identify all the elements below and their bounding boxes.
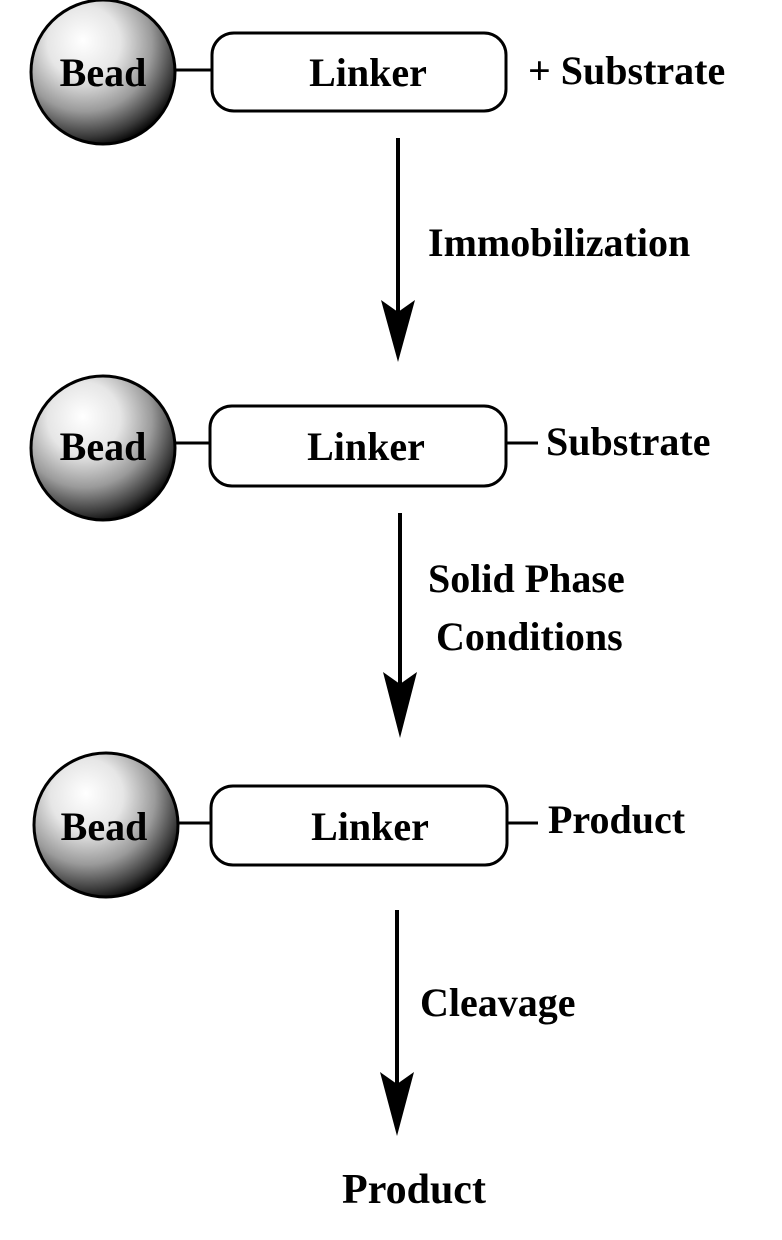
linker-label: Linker bbox=[309, 50, 427, 95]
step-label-line-1: Solid Phase bbox=[428, 556, 625, 601]
arrow-head-icon bbox=[380, 1072, 414, 1136]
step-arrow-immobilization: Immobilization bbox=[381, 138, 690, 362]
step-label-line-2: Conditions bbox=[436, 614, 623, 659]
step-label: Cleavage bbox=[420, 980, 576, 1025]
linker-label: Linker bbox=[307, 424, 425, 469]
bead-label: Bead bbox=[61, 804, 148, 849]
linker-box bbox=[209, 784, 509, 867]
bead-sphere-icon bbox=[32, 751, 180, 899]
row-2-bead-linker-substrate: Bead Linker Substrate bbox=[29, 374, 710, 522]
substrate-label: Substrate bbox=[546, 419, 710, 464]
arrow-head-icon bbox=[381, 300, 415, 362]
substrate-reagent-label: + Substrate bbox=[528, 48, 725, 93]
bead-sphere-icon bbox=[29, 0, 177, 146]
bead-label: Bead bbox=[60, 424, 147, 469]
row-3-bead-linker-product: Bead Linker Product bbox=[32, 751, 686, 899]
bead-sphere-icon bbox=[29, 374, 177, 522]
final-product-label: Product bbox=[342, 1167, 486, 1213]
linker-label: Linker bbox=[311, 804, 429, 849]
step-arrow-cleavage: Cleavage bbox=[380, 910, 576, 1136]
linker-box bbox=[208, 404, 508, 488]
step-arrow-solid-phase: Solid Phase Conditions bbox=[383, 513, 625, 738]
bead-label: Bead bbox=[60, 50, 147, 95]
linker-box bbox=[210, 31, 508, 113]
row-1-bead-linker-substrate: Bead Linker + Substrate bbox=[29, 0, 725, 146]
bound-product-label: Product bbox=[548, 797, 686, 842]
step-label: Immobilization bbox=[428, 220, 690, 265]
arrow-head-icon bbox=[383, 672, 417, 738]
